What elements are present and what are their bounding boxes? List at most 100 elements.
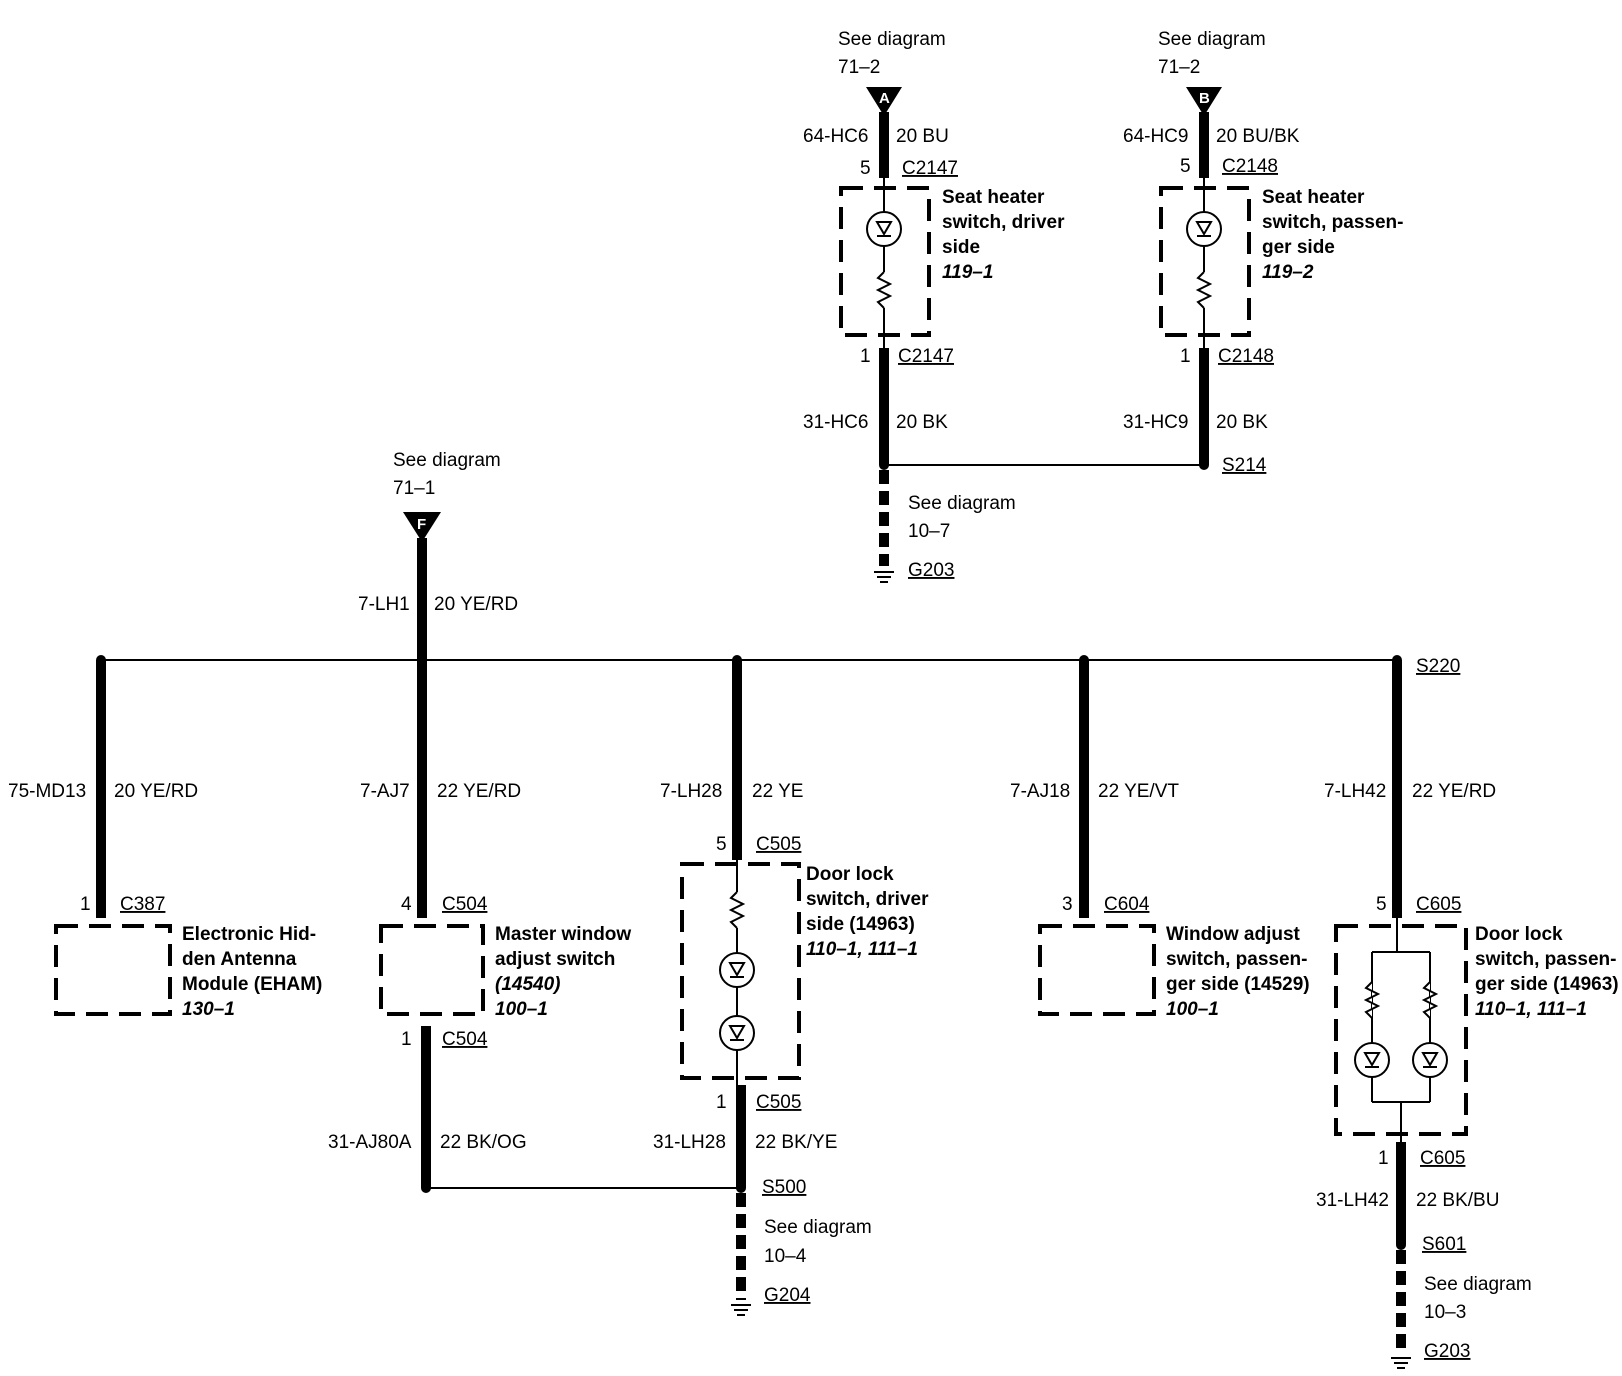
window-passenger-circuit: 7-AJ18 22 YE/VT 3 C604 Window adjust swi… [1010, 660, 1310, 1020]
g204-ref: 10–4 [764, 1246, 807, 1267]
wire-31-hc9-gauge: 20 BK [1216, 412, 1268, 433]
wire-7-lh42-circuit: 7-LH42 [1324, 781, 1386, 802]
ref-a-see: See diagram [838, 29, 946, 50]
door-lock-driver-line2: switch, driver [806, 889, 929, 910]
c505-bot-pin: 1 [716, 1092, 727, 1113]
connector-ref-a-icon [866, 87, 902, 116]
window-passenger-box [1038, 924, 1156, 1016]
door-lock-driver-line1: Door lock [806, 864, 894, 885]
splice-s214-label: S214 [1222, 455, 1267, 476]
g203-top-ref: 10–7 [908, 521, 950, 542]
resistor-icon [1421, 981, 1439, 1019]
ground-icon [874, 571, 894, 583]
master-window-line1: Master window [495, 924, 631, 945]
g203-bot-see: See diagram [1424, 1274, 1532, 1295]
splice-s220-label: S220 [1416, 656, 1460, 677]
eham-box [54, 924, 172, 1016]
seat-pass-ref: 119–2 [1262, 262, 1314, 283]
diode-icon [1363, 1052, 1381, 1068]
seat-heater-driver-circuit: See diagram 71–2 A 64-HC6 20 BU 5 C2147 … [803, 29, 1065, 583]
ref-f-see: See diagram [393, 450, 501, 471]
ref-f-number: 71–1 [393, 478, 435, 499]
c504-top-name: C504 [442, 894, 488, 915]
g204-see: See diagram [764, 1217, 872, 1238]
door-lock-driver-line3: side (14963) [806, 914, 915, 935]
window-pass-line2: switch, passen- [1166, 949, 1308, 970]
wire-31-hc6-circuit: 31-HC6 [803, 412, 868, 433]
master-window-line2: adjust switch [495, 949, 615, 970]
c604-pin: 3 [1062, 894, 1073, 915]
c2147-top-name: C2147 [902, 158, 958, 179]
wire-64-hc6-gauge: 20 BU [896, 126, 949, 147]
ground-icon [731, 1304, 751, 1316]
c2147-top-pin: 5 [860, 158, 871, 179]
c2147-bot-pin: 1 [860, 346, 871, 367]
g203-bot-name: G203 [1424, 1341, 1470, 1362]
ref-f-letter: F [417, 516, 426, 533]
connector-ref-f-icon [403, 512, 441, 542]
c2148-top-name: C2148 [1222, 156, 1278, 177]
c2148-bot-pin: 1 [1180, 346, 1191, 367]
master-window-box [379, 924, 485, 1016]
eham-circuit: 75-MD13 20 YE/RD 1 C387 Electronic Hid- … [8, 660, 322, 1020]
c504-top-pin: 4 [401, 894, 412, 915]
wire-31-aj80a-gauge: 22 BK/OG [440, 1132, 527, 1153]
wire-64-hc9-gauge: 20 BU/BK [1216, 126, 1300, 147]
c605-top-pin: 5 [1376, 894, 1387, 915]
seat-pass-line1: Seat heater [1262, 187, 1365, 208]
master-window-circuit: 7-AJ7 22 YE/RD 4 C504 Master window adju… [328, 660, 741, 1193]
indicator-lamp-icon [719, 952, 755, 988]
wire-31-lh42-circuit: 31-LH42 [1316, 1190, 1389, 1211]
diode-icon [1195, 221, 1213, 237]
c605-top-name: C605 [1416, 894, 1461, 915]
indicator-lamp-icon [1186, 211, 1222, 247]
door-lock-pass-line3: ger side (14963) [1475, 974, 1619, 995]
c504-bot-name: C504 [442, 1029, 488, 1050]
seat-driver-line3: side [942, 237, 980, 258]
door-lock-driver-circuit: 7-LH28 22 YE 5 C505 Door lock switch, dr… [653, 660, 929, 1316]
c605-bot-pin: 1 [1378, 1148, 1389, 1169]
wire-75-md13-gauge: 20 YE/RD [114, 781, 198, 802]
c505-bot-name: C505 [756, 1092, 801, 1113]
wire-7-lh42-gauge: 22 YE/RD [1412, 781, 1496, 802]
door-lock-pass-line2: switch, passen- [1475, 949, 1617, 970]
wire-7-aj18-circuit: 7-AJ18 [1010, 781, 1070, 802]
master-window-ref: 100–1 [495, 999, 548, 1020]
diode-icon [875, 221, 893, 237]
wire-7-lh28-gauge: 22 YE [752, 781, 803, 802]
eham-line1: Electronic Hid- [182, 924, 316, 945]
seat-heater-passenger-circuit: See diagram 71–2 B 64-HC9 20 BU/BK 5 C21… [1123, 29, 1404, 476]
door-lock-passenger-circuit: 7-LH42 22 YE/RD 5 C605 Door lock switch,… [1316, 660, 1619, 1369]
wire-75-md13-circuit: 75-MD13 [8, 781, 86, 802]
ground-icon [1391, 1357, 1411, 1369]
c387-name: C387 [120, 894, 165, 915]
g203-bot-ref: 10–3 [1424, 1302, 1466, 1323]
c2148-bot-name: C2148 [1218, 346, 1274, 367]
c2147-bot-name: C2147 [898, 346, 954, 367]
wire-7-lh1-circuit: 7-LH1 [358, 594, 410, 615]
seat-driver-line1: Seat heater [942, 187, 1045, 208]
splice-s500-label: S500 [762, 1177, 806, 1198]
seat-driver-ref: 119–1 [942, 262, 993, 283]
wire-64-hc6-circuit: 64-HC6 [803, 126, 868, 147]
resistor-icon [875, 271, 893, 309]
c605-bot-name: C605 [1420, 1148, 1465, 1169]
splice-s601-label: S601 [1422, 1234, 1466, 1255]
c604-name: C604 [1104, 894, 1150, 915]
ref-b-number: 71–2 [1158, 57, 1200, 78]
wire-7-aj18-gauge: 22 YE/VT [1098, 781, 1179, 802]
indicator-lamp-icon [719, 1015, 755, 1051]
diode-icon [1421, 1052, 1439, 1068]
eham-line3: Module (EHAM) [182, 974, 322, 995]
c2148-top-pin: 5 [1180, 156, 1191, 177]
window-pass-line1: Window adjust [1166, 924, 1301, 945]
wire-64-hc9-circuit: 64-HC9 [1123, 126, 1188, 147]
c505-top-pin: 5 [716, 834, 727, 855]
wire-31-hc9-circuit: 31-HC9 [1123, 412, 1188, 433]
wire-31-aj80a-circuit: 31-AJ80A [328, 1132, 412, 1153]
master-window-line3: (14540) [495, 974, 561, 995]
wire-7-aj7-gauge: 22 YE/RD [437, 781, 521, 802]
ref-b-see: See diagram [1158, 29, 1266, 50]
window-pass-line3: ger side (14529) [1166, 974, 1310, 995]
diode-icon [728, 962, 746, 978]
